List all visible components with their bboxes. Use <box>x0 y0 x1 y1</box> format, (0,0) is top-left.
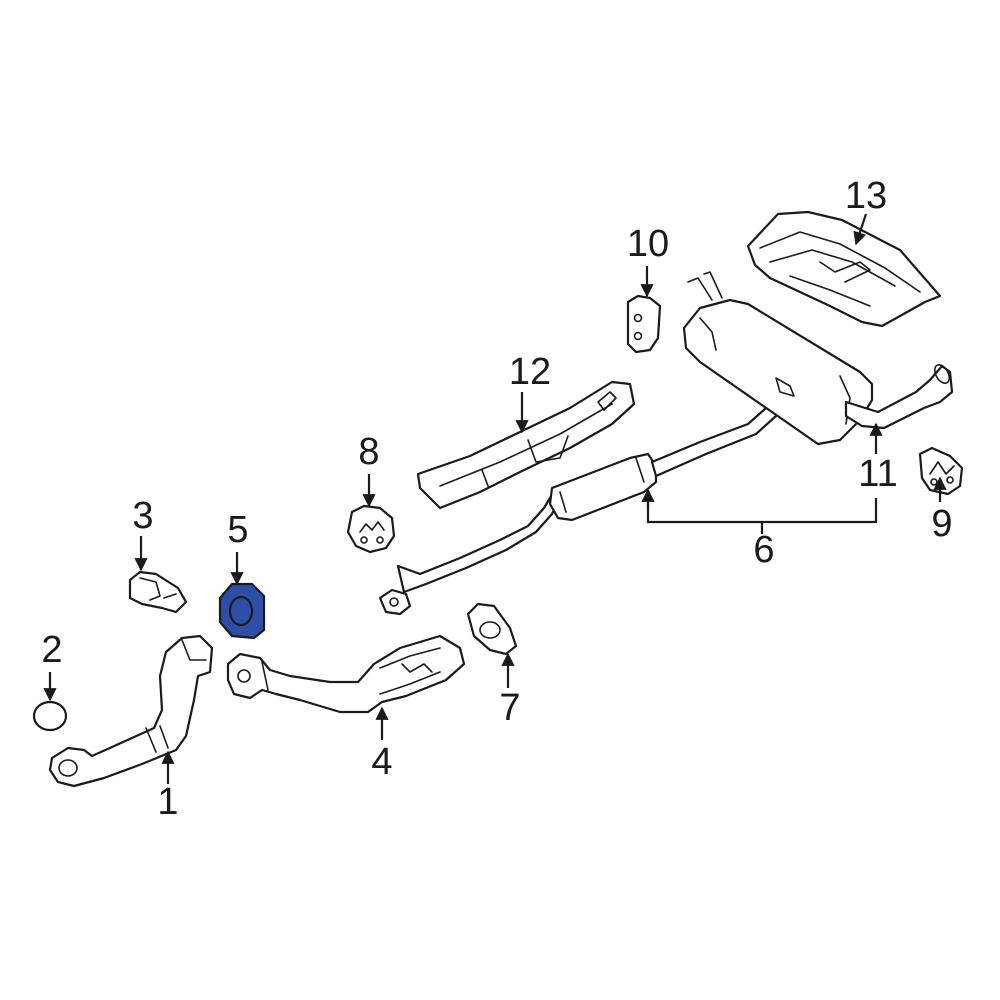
muffler-assembly-part[interactable] <box>378 271 954 616</box>
callouts: 1 2 3 4 5 6 7 8 9 10 11 12 13 <box>41 175 952 823</box>
gasket-5-part[interactable] <box>218 582 266 640</box>
callout-3: 3 <box>132 495 153 537</box>
leader-lines <box>43 213 947 784</box>
catalytic-converter-part[interactable] <box>226 634 466 714</box>
callout-1: 1 <box>157 781 178 823</box>
hanger-10-part[interactable] <box>626 294 662 354</box>
ring-gasket-part[interactable] <box>32 700 68 732</box>
callout-13: 13 <box>845 175 887 217</box>
callout-7: 7 <box>499 687 520 729</box>
rear-heat-shield-part[interactable] <box>746 210 942 328</box>
callout-11: 11 <box>858 453 897 495</box>
callout-9: 9 <box>931 503 952 545</box>
callout-12: 12 <box>509 351 551 393</box>
callout-4: 4 <box>371 741 392 783</box>
callout-6: 6 <box>753 529 774 571</box>
gasket-7-part[interactable] <box>466 602 518 656</box>
front-pipe-part[interactable] <box>48 634 214 788</box>
callout-10: 10 <box>627 223 669 265</box>
callout-8: 8 <box>358 431 379 473</box>
hanger-9-part[interactable] <box>918 446 964 496</box>
callout-5: 5 <box>227 509 248 551</box>
hanger-8-part[interactable] <box>346 504 396 554</box>
center-heat-shield-part[interactable] <box>416 380 636 510</box>
bracket-part[interactable] <box>128 570 188 614</box>
callout-2: 2 <box>41 629 62 671</box>
